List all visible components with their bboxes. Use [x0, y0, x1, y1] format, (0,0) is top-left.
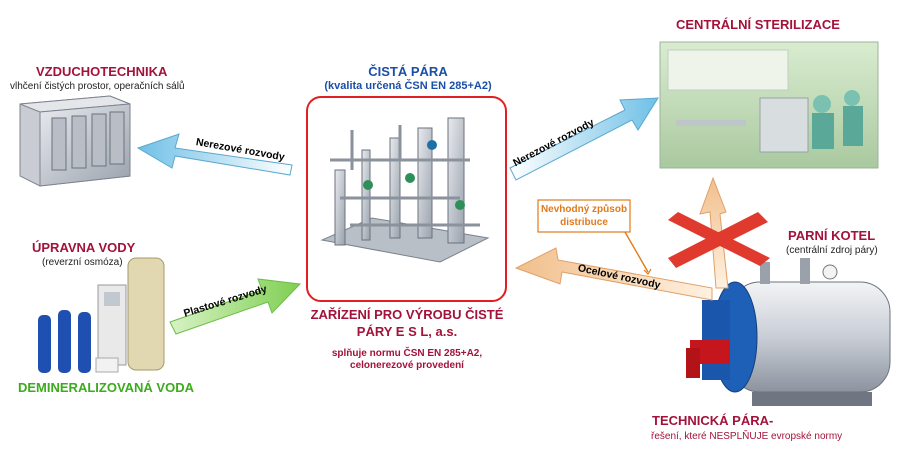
- red-cross-mark: [668, 212, 770, 268]
- arrow-from-water-treatment: [169, 278, 302, 335]
- water-treatment-title: ÚPRAVNA VODY: [32, 240, 136, 255]
- arrow-from-boiler: [514, 247, 713, 301]
- air-handling-title: VZDUCHOTECHNIKA: [36, 64, 168, 79]
- arrow-to-sterilization: [509, 97, 659, 181]
- technical-steam-subtitle: řešení, které NESPLŇUJE evropské normy: [651, 431, 843, 442]
- callout-line2: distribuce: [560, 217, 608, 228]
- callout-pointer: [624, 231, 649, 273]
- clean-steam-quality: (kvalita určená ČSN EN 285+A2): [324, 80, 492, 92]
- boiler-subtitle: (centrální zdroj páry): [786, 245, 878, 256]
- callout-text: Nevhodný způsob distribuce: [538, 203, 630, 229]
- clean-steam-title: ČISTÁ PÁRA: [368, 64, 448, 79]
- steam-boiler-image: [686, 258, 891, 406]
- generator-note-line1: splňuje normu ČSN EN 285+A2,: [331, 348, 483, 359]
- water-treatment-subtitle: (reverzní osmóza): [42, 257, 123, 268]
- generator-caption: ZAŘÍZENÍ PRO VÝROBU ČISTÉ PÁRY E S L, a.…: [300, 307, 514, 371]
- technical-steam-title: TECHNICKÁ PÁRA-: [652, 413, 774, 428]
- arrow-to-air-handling: [136, 133, 293, 176]
- demineralized-water-title: DEMINERALIZOVANÁ VODA: [18, 380, 194, 395]
- boiler-title: PARNÍ KOTEL: [788, 228, 876, 243]
- air-handling-subtitle: vlhčení čistých prostor, operačních sálů: [10, 81, 185, 92]
- air-handling-unit-image: [19, 95, 131, 187]
- generator-title-line2: PÁRY E S L, a.s.: [356, 324, 458, 339]
- sterilization-room-image: [659, 41, 879, 169]
- clean-steam-generator-image: [320, 117, 490, 263]
- generator-title-line1: ZAŘÍZENÍ PRO VÝROBU ČISTÉ: [310, 307, 504, 322]
- sterilization-title: CENTRÁLNÍ STERILIZACE: [676, 17, 840, 32]
- generator-note-line2: celonerezové provedení: [350, 360, 464, 371]
- water-treatment-image: [38, 257, 165, 373]
- callout-line1: Nevhodný způsob: [540, 204, 628, 215]
- callout-box: [537, 199, 631, 233]
